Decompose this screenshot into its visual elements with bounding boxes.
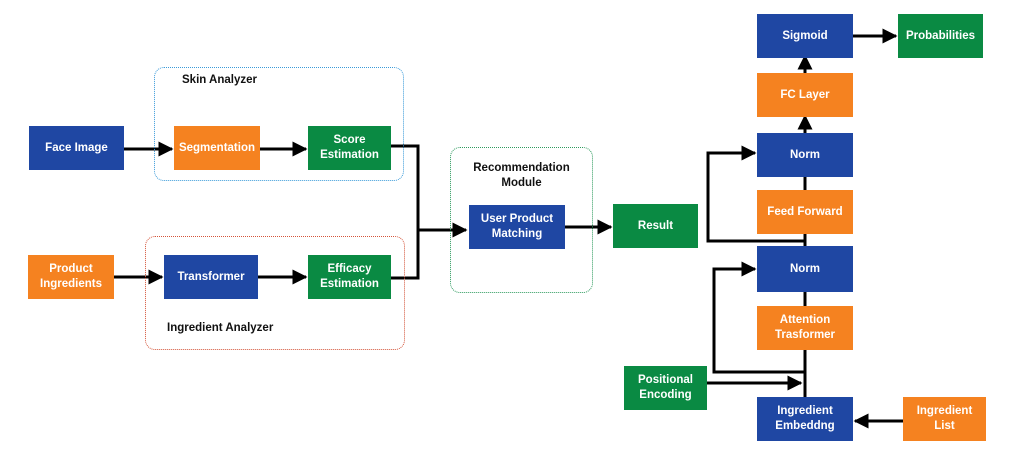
feed-forward-node: Feed Forward xyxy=(757,190,853,234)
wire-score-to-merge xyxy=(391,144,420,230)
ingredient-analyzer-group xyxy=(145,236,405,350)
norm-top-node: Norm xyxy=(757,133,853,177)
attention-transformer-node: Attention Trasformer xyxy=(757,306,853,350)
efficacy-estimation-node: Efficacy Estimation xyxy=(308,255,391,299)
positional-encoding-node: Positional Encoding xyxy=(624,366,707,410)
face-image-node: Face Image xyxy=(29,126,124,170)
transformer-node: Transformer xyxy=(164,255,258,299)
segmentation-node: Segmentation xyxy=(174,126,260,170)
product-ingredients-node: Product Ingredients xyxy=(28,255,114,299)
norm-bottom-node: Norm xyxy=(757,246,853,292)
sigmoid-node: Sigmoid xyxy=(757,14,853,58)
recommendation-module-group xyxy=(450,147,593,293)
wire-efficacy-to-merge xyxy=(391,230,420,280)
score-estimation-node: Score Estimation xyxy=(308,126,391,170)
arrow-residual-to-norm-bottom xyxy=(712,261,805,374)
user-product-matching-node: User Product Matching xyxy=(469,205,565,249)
probabilities-node: Probabilities xyxy=(898,14,983,58)
ingredient-embedding-node: Ingredient Embeddng xyxy=(757,397,853,441)
skin-analyzer-label: Skin Analyzer xyxy=(182,74,257,86)
result-node: Result xyxy=(613,204,698,248)
ingredient-analyzer-label: Ingredient Analyzer xyxy=(167,322,274,334)
skin-analyzer-group xyxy=(154,67,404,181)
fc-layer-node: FC Layer xyxy=(757,73,853,117)
arrow-residual-to-norm-top xyxy=(706,145,805,243)
ingredient-list-node: Ingredient List xyxy=(903,397,986,441)
recommendation-module-label: Recommendation Module xyxy=(473,162,570,189)
